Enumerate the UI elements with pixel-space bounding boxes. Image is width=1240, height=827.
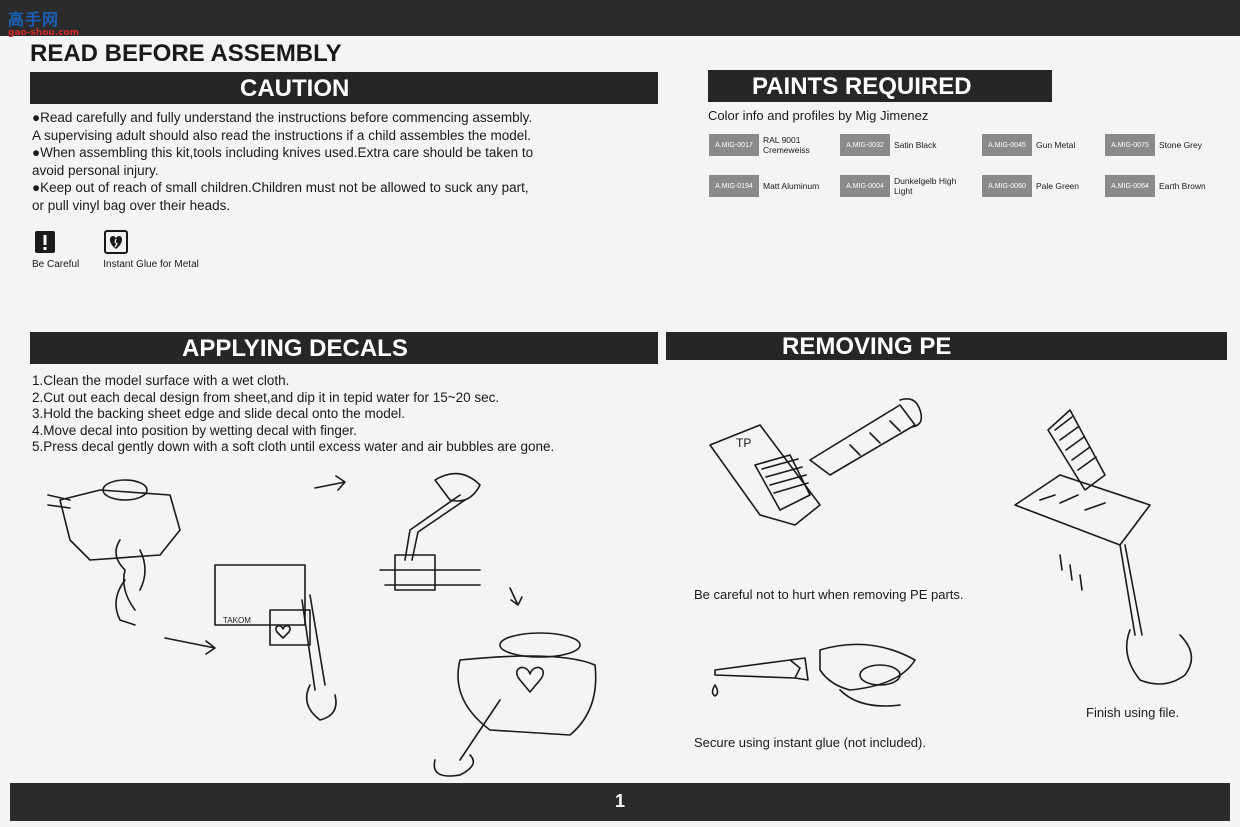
- page-number: 1: [614, 791, 625, 811]
- pe-removal-illustration: TP: [700, 385, 960, 585]
- pe-fret-drawing: [709, 424, 821, 526]
- caution-line: avoid personal injury.: [32, 162, 159, 178]
- paint-code: A.MIG-0017: [709, 134, 759, 156]
- paint-code: A.MIG-0060: [982, 175, 1032, 197]
- paint-swatch-item: A.MIG-0075 Stone Grey: [1105, 134, 1235, 156]
- decals-heading: APPLYING DECALS: [30, 332, 658, 364]
- decal-step: 2.Cut out each decal design from sheet,a…: [32, 389, 500, 405]
- caution-line: ●Read carefully and fully understand the…: [32, 110, 533, 125]
- paints-subtitle: Color info and profiles by Mig Jimenez: [708, 108, 929, 123]
- glue-drop-icon: [711, 684, 719, 697]
- glue-heart-icon: [103, 229, 129, 255]
- paint-name: Satin Black: [894, 140, 937, 150]
- paint-swatch-item: A.MIG-0064 Earth Brown: [1105, 175, 1235, 197]
- site-watermark: 高手网 gao-shou.com: [8, 10, 80, 38]
- file-illustration: [1000, 395, 1220, 695]
- paint-code: A.MIG-0194: [709, 175, 759, 197]
- caution-heading: CAUTION: [30, 72, 658, 104]
- paint-code: A.MIG-0075: [1105, 134, 1155, 156]
- decal-steps: 1.Clean the model surface with a wet clo…: [32, 373, 554, 456]
- paints-heading: PAINTS REQUIRED: [708, 70, 1052, 102]
- glue-illustration: [700, 630, 930, 725]
- page-title: READ BEFORE ASSEMBLY: [30, 40, 342, 67]
- paint-swatch-item: A.MIG-0045 Gun Metal: [982, 134, 1112, 156]
- pe-part-drawing: [1047, 409, 1106, 491]
- knife-drawing: [809, 404, 916, 476]
- pe-caption-file: Finish using file.: [1086, 705, 1180, 720]
- heart-decal-icon: [275, 624, 291, 639]
- glue-tube-drawing: [714, 659, 801, 679]
- arrow-down-icon: [509, 587, 523, 606]
- paint-name: Matt Aluminum: [763, 181, 820, 191]
- paint-code: A.MIG-0064: [1105, 175, 1155, 197]
- exclamation-icon: [32, 229, 58, 255]
- arrow-right-icon: [164, 637, 216, 655]
- paint-code: A.MIG-0032: [840, 134, 890, 156]
- pe-caption-careful: Be careful not to hurt when removing PE …: [694, 587, 964, 602]
- instant-glue-icon-item: Instant Glue for Metal: [103, 229, 199, 270]
- caution-icons: Be Careful Instant Glue for Metal: [32, 229, 199, 270]
- paint-name: Pale Green: [1036, 181, 1079, 191]
- file-drawing: [1014, 474, 1151, 546]
- paint-swatch-item: A.MIG-0017 RAL 9001 Cremeweiss: [709, 134, 839, 156]
- turret-drawing: [59, 489, 181, 561]
- pe-heading: REMOVING PE: [666, 332, 1227, 360]
- paint-swatch-item: A.MIG-0032 Satin Black: [840, 134, 970, 156]
- decal-step: 1.Clean the model surface with a wet clo…: [32, 373, 290, 388]
- paint-swatch-item: A.MIG-0060 Pale Green: [982, 175, 1112, 197]
- paint-name: RAL 9001 Cremeweiss: [763, 135, 810, 155]
- decal-step: 5.Press decal gently down with a soft cl…: [32, 439, 555, 455]
- paint-name: Stone Grey: [1159, 140, 1202, 150]
- paint-swatch-item: A.MIG-0004 Dunkelgelb High Light: [840, 175, 970, 197]
- pe-caption-glue: Secure using instant glue (not included)…: [694, 735, 926, 750]
- footer-band: 1: [10, 783, 1230, 821]
- paint-code: A.MIG-0004: [840, 175, 890, 197]
- paint-swatch-item: A.MIG-0194 Matt Aluminum: [709, 175, 839, 197]
- paint-code: A.MIG-0045: [982, 134, 1032, 156]
- caution-line: ●When assembling this kit,tools includin…: [32, 145, 534, 160]
- caution-line: or pull vinyl bag over their heads.: [32, 197, 231, 213]
- decal-step: 3.Hold the backing sheet edge and slide …: [32, 406, 406, 422]
- top-band: 高手网 gao-shou.com: [0, 0, 1240, 38]
- paint-name: Earth Brown: [1159, 181, 1206, 191]
- arrow-right-icon: [314, 475, 346, 491]
- paint-name: Gun Metal: [1036, 140, 1076, 150]
- decal-sheet-label: TAKOM: [223, 616, 251, 625]
- decal-illustration: TAKOM: [40, 460, 640, 780]
- pe-fret-label: TP: [736, 436, 751, 450]
- decal-sheet-drawing: [214, 564, 306, 626]
- caution-line: ●Keep out of reach of small children.Chi…: [32, 180, 529, 195]
- caution-line: A supervising adult should also read the…: [32, 127, 532, 143]
- be-careful-icon-item: Be Careful: [32, 229, 79, 270]
- paint-name: Dunkelgelb High Light: [894, 176, 957, 196]
- decal-step: 4.Move decal into position by wetting de…: [32, 422, 357, 438]
- caution-text: ●Read carefully and fully understand the…: [32, 109, 533, 214]
